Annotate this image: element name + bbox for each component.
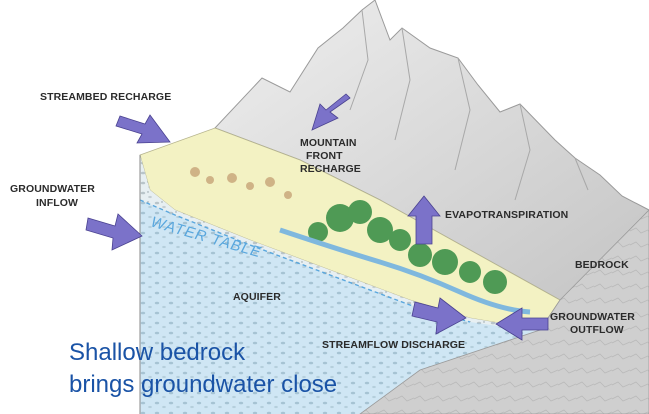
label-aquifer: AQUIFER [233,291,281,303]
label-evapotranspiration: EVAPOTRANSPIRATION [445,209,568,221]
label-mountain-front-1: MOUNTAIN [300,137,357,149]
arrow-streamflow-discharge [411,297,467,335]
arrow-mountain-front [311,93,351,131]
label-mountain-front-3: RECHARGE [300,163,361,175]
label-groundwater-outflow-1: GROUNDWATER [550,311,635,323]
flow-arrows [85,93,549,341]
label-groundwater-inflow-1: GROUNDWATER [10,183,95,195]
label-streamflow-discharge: STREAMFLOW DISCHARGE [322,339,465,351]
caption-line-2: brings groundwater close [69,371,338,398]
arrow-streambed-recharge [115,114,171,144]
caption-line-1: Shallow bedrock [69,339,246,366]
bedrock-face [359,209,649,414]
arrow-groundwater-outflow [495,307,549,341]
label-streambed-recharge: STREAMBED RECHARGE [40,91,171,103]
arrow-groundwater-inflow [85,213,143,251]
label-groundwater-inflow-2: INFLOW [36,197,78,209]
label-bedrock: BEDROCK [575,259,629,271]
arrow-evapotranspiration [407,195,441,245]
riparian-trees [308,200,507,294]
aquifer-cross-section [139,155,540,414]
label-mountain-front-2: FRONT [306,150,343,162]
label-groundwater-outflow-2: OUTFLOW [570,324,624,336]
